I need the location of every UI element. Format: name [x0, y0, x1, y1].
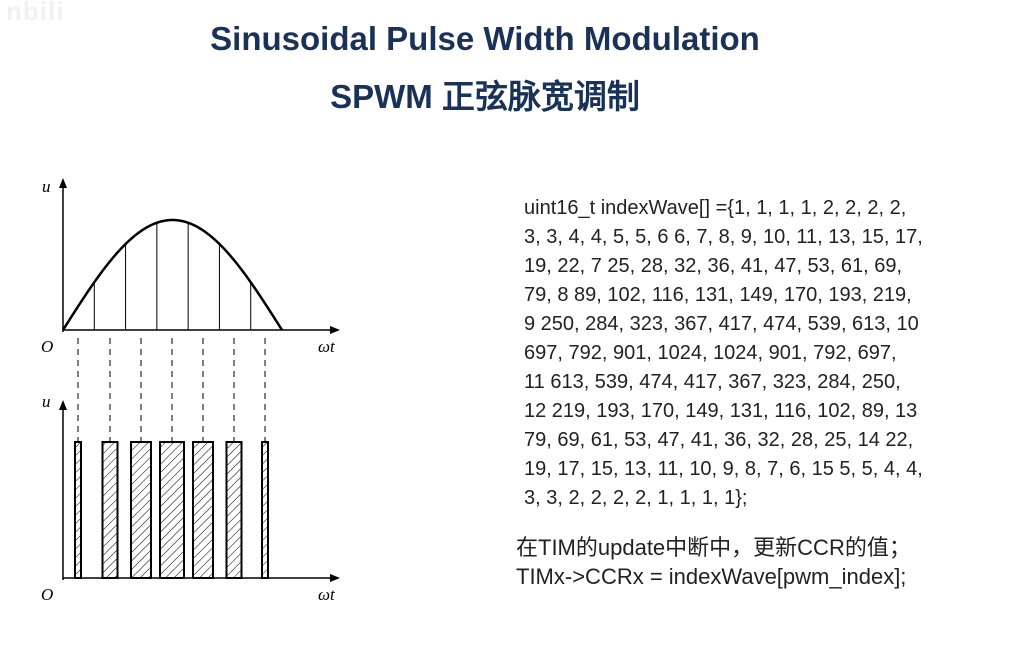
code-line: 19, 22, 7 25, 28, 32, 36, 41, 47, 53, 61…: [524, 255, 903, 277]
page-subtitle: SPWM 正弦脉宽调制: [330, 78, 640, 115]
pwm-pulse: [130, 441, 152, 579]
bottom-x-label: ωt: [318, 585, 336, 604]
code-line: 9 250, 284, 323, 367, 417, 474, 539, 613…: [524, 313, 919, 335]
code-block: uint16_t indexWave[] ={1, 1, 1, 1, 2, 2,…: [524, 194, 994, 513]
bottom-origin-label: O: [41, 585, 53, 604]
note-block: 在TIM的update中断中，更新CCR的值； TIMx->CCRx = ind…: [516, 533, 1006, 591]
spwm-diagram: u ωt O u ωt O: [41, 177, 340, 604]
top-y-arrow: [59, 178, 67, 188]
pwm-plot: u ωt O: [41, 392, 340, 604]
pwm-pulse: [74, 441, 82, 579]
pwm-pulses: [74, 441, 269, 579]
code-line: 12 219, 193, 170, 149, 131, 116, 102, 89…: [524, 400, 918, 422]
code-line: 19, 17, 15, 13, 11, 10, 9, 8, 7, 6, 15 5…: [524, 458, 923, 480]
page-title: Sinusoidal Pulse Width Modulation: [210, 20, 760, 57]
sine-plot: u ωt O: [41, 177, 340, 356]
pwm-pulse: [159, 441, 185, 579]
code-line: 79, 69, 61, 53, 47, 41, 36, 32, 28, 25, …: [524, 429, 914, 451]
code-line: uint16_t indexWave[] ={1, 1, 1, 1, 2, 2,…: [524, 197, 907, 219]
sine-curve: [61, 218, 284, 331]
code-line: 3, 3, 2, 2, 2, 2, 1, 1, 1, 1};: [524, 487, 748, 509]
pwm-pulse: [225, 441, 243, 579]
pwm-pulse: [101, 441, 119, 579]
note-line: TIMx->CCRx = indexWave[pwm_index];: [516, 564, 907, 589]
top-y-label: u: [42, 177, 51, 196]
bottom-x-arrow: [330, 574, 340, 582]
top-origin-label: O: [41, 337, 53, 356]
bottom-y-label: u: [42, 392, 51, 411]
code-line: 11 613, 539, 474, 417, 367, 323, 284, 25…: [524, 371, 901, 393]
projection-lines: [77, 338, 266, 442]
top-x-label: ωt: [318, 337, 336, 356]
watermark: nbili: [6, 0, 65, 26]
note-line: 在TIM的update中断中，更新CCR的值；: [516, 535, 911, 560]
pwm-pulse: [261, 441, 269, 579]
bottom-y-arrow: [59, 400, 67, 410]
code-line: 697, 792, 901, 1024, 1024, 901, 792, 697…: [524, 342, 897, 364]
pwm-pulse: [192, 441, 214, 579]
top-x-arrow: [330, 326, 340, 334]
code-line: 79, 8 89, 102, 116, 131, 149, 170, 193, …: [524, 284, 912, 306]
sample-lines: [93, 222, 252, 330]
code-line: 3, 3, 4, 4, 5, 5, 6 6, 7, 8, 9, 10, 11, …: [524, 226, 923, 248]
